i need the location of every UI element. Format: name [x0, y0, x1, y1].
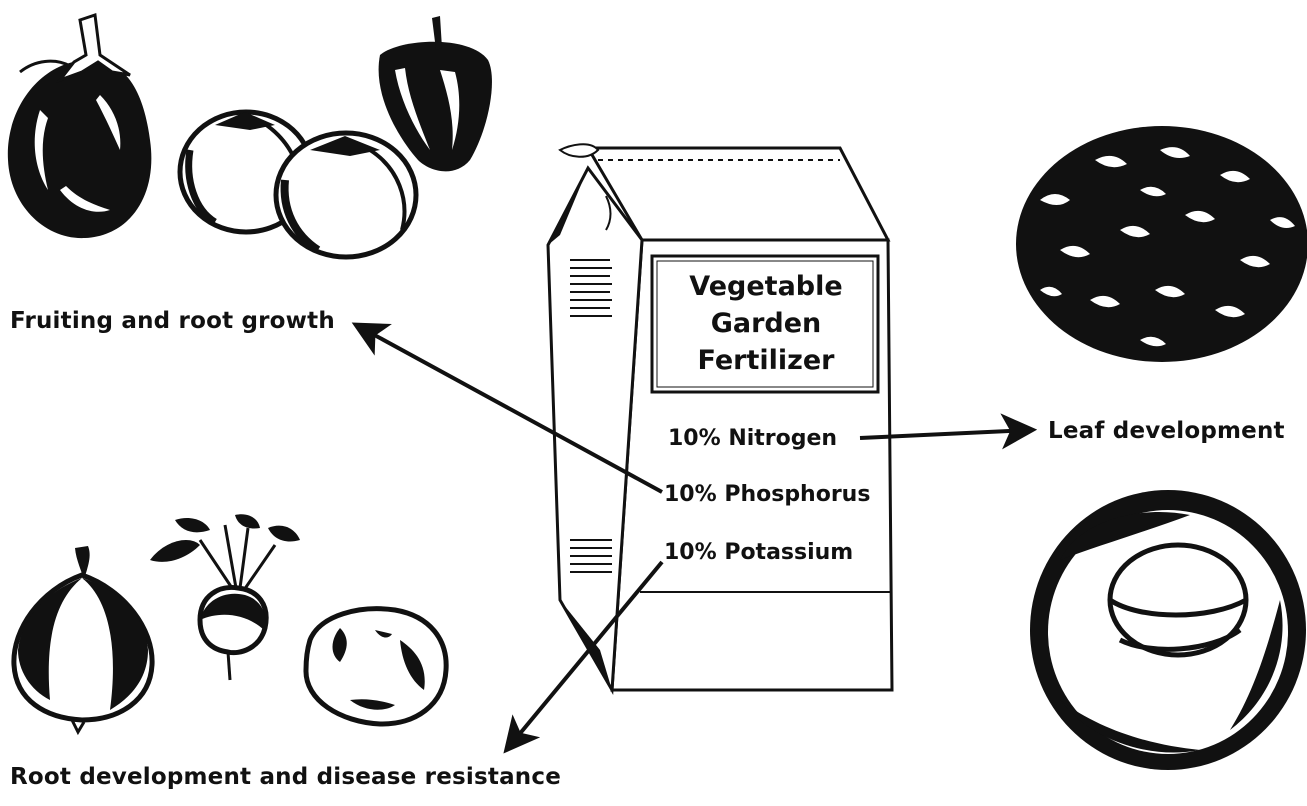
onion-icon [14, 546, 152, 732]
lettuce-icon [1016, 126, 1307, 362]
bag-title-line: Fertilizer [655, 342, 877, 379]
tomato-icon [276, 133, 416, 257]
label-root-development: Root development and disease resistance [10, 764, 561, 790]
beet-icon [150, 514, 300, 680]
label-fruiting-root-growth: Fruiting and root growth [10, 308, 335, 334]
nutrient-phosphorus: 10% Phosphorus [664, 482, 870, 507]
eggplant-icon [8, 15, 152, 238]
nutrient-nitrogen: 10% Nitrogen [668, 426, 837, 451]
label-leaf-development: Leaf development [1048, 418, 1285, 444]
bag-title-line: Garden [655, 305, 877, 342]
fertilizer-bag-icon [548, 144, 892, 690]
bag-title-line: Vegetable [655, 268, 877, 305]
bag-title: Vegetable Garden Fertilizer [655, 268, 877, 379]
cabbage-icon [1030, 490, 1306, 770]
potato-icon [306, 609, 446, 724]
nutrient-potassium: 10% Potassium [664, 540, 853, 565]
